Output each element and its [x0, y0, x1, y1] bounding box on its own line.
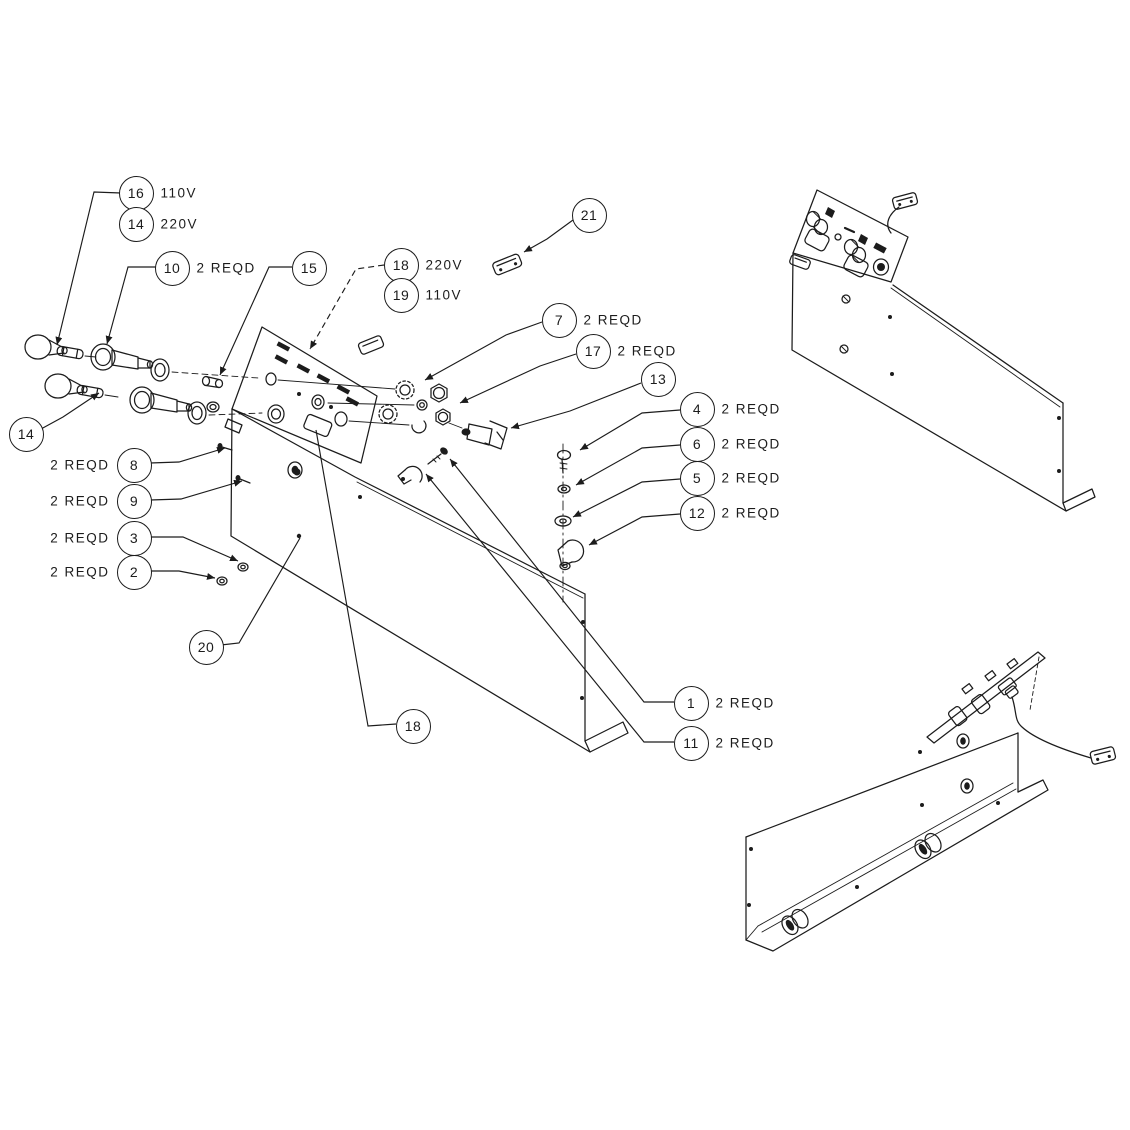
callout-number: 15	[300, 260, 318, 276]
callout-balloon-16: 16 110V	[118, 175, 196, 211]
callout-quantity-label: 2 REQD	[50, 530, 110, 546]
assembled-view-front	[789, 190, 1095, 511]
callout-balloon-21: 21	[571, 197, 607, 233]
exploded-view	[25, 253, 628, 752]
leader-lines	[41, 192, 680, 742]
power-cable-assembly	[341, 253, 523, 369]
callout-number: 10	[163, 260, 181, 276]
callout-quantity-label: 2 REQD	[715, 735, 775, 751]
cable-connector-upper	[492, 253, 523, 276]
callout-quantity-label: 2 REQD	[715, 695, 775, 711]
callout-quantity-label: 2 REQD	[721, 436, 781, 452]
callout-quantity-label: 2 REQD	[721, 470, 781, 486]
fuse-holder-assembly-lower	[45, 374, 262, 424]
callout-balloon-15: 15	[291, 250, 327, 286]
callout-quantity-label: 2 REQD	[196, 260, 256, 276]
assembled-rear-plate	[746, 733, 1048, 951]
callout-number: 9	[129, 493, 139, 509]
cable-connector-lower	[358, 335, 385, 355]
toggle-switch	[449, 421, 507, 449]
cable-clamp-right	[912, 831, 945, 862]
callout-quantity-label: 220V	[160, 216, 199, 232]
clamp-and-screw	[398, 447, 448, 484]
mounting-plate	[231, 409, 628, 752]
callout-balloon-17: 17 2 REQD	[575, 333, 675, 369]
callout-balloon-2: 2 2 REQD	[50, 554, 152, 590]
callout-balloon-6: 6 2 REQD	[679, 426, 779, 462]
callout-balloon-10: 10 2 REQD	[154, 250, 254, 286]
callout-quantity-label: 2 REQD	[50, 564, 110, 580]
callout-quantity-label: 2 REQD	[50, 457, 110, 473]
callout-number: 4	[692, 401, 702, 417]
callout-number: 1	[686, 695, 696, 711]
callout-quantity-label: 2 REQD	[617, 343, 677, 359]
cable-clamp-left	[779, 907, 812, 938]
assembled-rear-cable	[1005, 685, 1116, 765]
assembled-front-cable	[888, 192, 918, 233]
callout-number: 20	[197, 639, 215, 655]
callout-balloon-14: 14	[8, 416, 44, 452]
callout-balloon-4: 4 2 REQD	[679, 391, 779, 427]
callout-number: 19	[392, 287, 410, 303]
panel-holes	[266, 373, 347, 426]
callout-quantity-label: 220V	[425, 257, 464, 273]
callout-balloon-7: 7 2 REQD	[541, 302, 641, 338]
assembled-rear-panel-strip	[927, 652, 1045, 743]
callout-balloon-8: 8 2 REQD	[50, 447, 152, 483]
panel-slots	[274, 341, 360, 407]
callout-balloon-13: 13	[640, 361, 676, 397]
callout-number: 18	[392, 257, 410, 273]
assembled-front-panel	[789, 190, 908, 282]
callout-number: 13	[649, 371, 667, 387]
callout-balloon-3: 3 2 REQD	[50, 520, 152, 556]
standoff-and-nut	[203, 377, 223, 413]
callout-number: 14	[17, 426, 35, 442]
callout-number: 21	[580, 207, 598, 223]
panel-hardware	[278, 380, 450, 433]
callout-quantity-label: 110V	[425, 287, 463, 303]
callout-quantity-label: 2 REQD	[721, 505, 781, 521]
callout-balloon-18: 18	[395, 708, 431, 744]
callout-balloon-12: 12 2 REQD	[679, 495, 779, 531]
callout-number: 8	[129, 457, 139, 473]
front-panel	[217, 327, 377, 585]
callout-number: 6	[692, 436, 702, 452]
assembled-front-plate	[792, 253, 1095, 511]
callout-number: 12	[688, 505, 706, 521]
callout-balloon-14: 14 220V	[118, 206, 197, 242]
panel-switch-plate	[303, 414, 333, 438]
hardware-stack	[555, 444, 584, 602]
panel-bracket	[225, 419, 242, 433]
callout-balloon-1: 1 2 REQD	[673, 685, 773, 721]
callout-quantity-label: 2 REQD	[721, 401, 781, 417]
callout-balloon-5: 5 2 REQD	[679, 460, 779, 496]
callout-quantity-label: 2 REQD	[50, 493, 110, 509]
callout-number: 3	[129, 530, 139, 546]
callout-number: 7	[554, 312, 564, 328]
callout-quantity-label: 110V	[160, 185, 198, 201]
assembled-rear-components	[779, 677, 1017, 937]
callout-number: 16	[127, 185, 145, 201]
callout-number: 17	[584, 343, 602, 359]
callout-number: 14	[127, 216, 145, 232]
panel-mounting-screws	[217, 443, 250, 585]
callout-quantity-label: 2 REQD	[583, 312, 643, 328]
fuse-holder-assembly-upper	[25, 335, 258, 381]
callout-balloon-20: 20	[188, 629, 224, 665]
callout-number: 5	[692, 470, 702, 486]
callout-balloon-18: 18 220V	[383, 247, 462, 283]
callout-number: 18	[404, 718, 422, 734]
callout-balloon-11: 11 2 REQD	[673, 725, 773, 761]
callout-balloon-9: 9 2 REQD	[50, 483, 152, 519]
assembled-view-rear	[746, 652, 1116, 951]
callout-number: 11	[683, 735, 699, 751]
callout-balloon-19: 19 110V	[383, 277, 461, 313]
callout-number: 2	[129, 564, 139, 580]
assembled-front-screws	[840, 295, 850, 353]
